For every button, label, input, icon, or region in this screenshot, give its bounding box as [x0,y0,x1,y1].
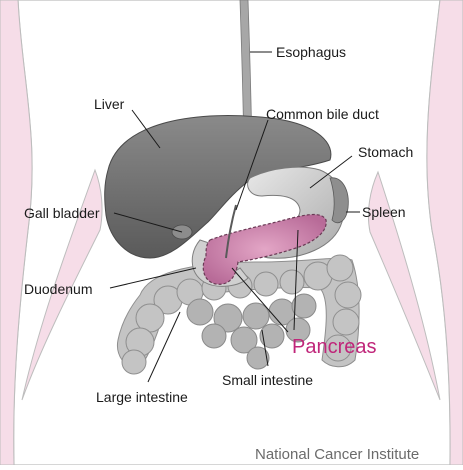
label-gall-bladder: Gall bladder [24,205,100,221]
label-large-intestine: Large intestine [96,389,188,405]
label-liver: Liver [94,96,124,112]
credit-text: National Cancer Institute [255,446,419,463]
label-esophagus: Esophagus [276,44,346,60]
label-stomach: Stomach [358,144,413,160]
label-spleen: Spleen [362,204,406,220]
label-duodenum: Duodenum [24,281,93,297]
label-common-bile-duct: Common bile duct [266,106,379,122]
label-small-intestine: Small intestine [222,372,313,388]
label-pancreas: Pancreas [292,336,377,358]
